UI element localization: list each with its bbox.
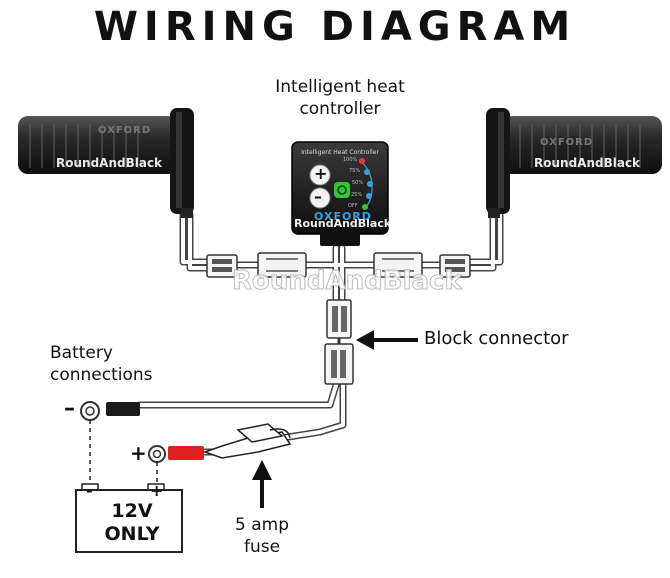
right-extension-connector — [373, 252, 423, 278]
positive-terminal-sign: + — [130, 441, 147, 465]
controller-label-line1: Intelligent heat — [275, 77, 405, 97]
fuse-label-line2: fuse — [243, 537, 281, 557]
device-level-off: OFF — [348, 203, 358, 209]
battery-label-line2: connections — [50, 365, 153, 385]
heat-controller-device — [291, 141, 389, 246]
left-grip-brand: OXFORD — [98, 125, 152, 136]
device-brand-logo: OXFORD — [314, 210, 372, 223]
main-watermark: RoundAndBlack — [232, 266, 463, 297]
negative-terminal-sign: – — [64, 396, 75, 421]
block-connector-label: Block connector — [424, 328, 569, 349]
battery-label: 12V ONLY — [82, 500, 182, 546]
led-25-indicator — [366, 193, 372, 199]
block-connector-arrow — [356, 330, 418, 350]
device-level-50: 50% — [352, 180, 364, 186]
left-grip-watermark: RoundAndBlack — [56, 156, 163, 170]
led-50-indicator — [367, 181, 373, 187]
fuse-label: 5 amp fuse — [218, 514, 306, 558]
led-off-indicator — [362, 204, 368, 210]
left-grip-connector — [206, 254, 238, 278]
left-heated-grip — [18, 108, 194, 218]
left-extension-connector — [257, 252, 307, 278]
device-level-25: 25% — [351, 192, 363, 198]
device-header-label: Intelligent Heat Controller — [301, 149, 379, 156]
device-level-75: 75% — [349, 168, 361, 174]
device-plus-button-label: + — [314, 164, 328, 183]
controller-label-line2: controller — [299, 99, 381, 119]
battery-label-line1: Battery — [50, 343, 113, 363]
device-level-100: 100% — [343, 157, 358, 163]
right-grip-watermark: RoundAndBlack — [534, 156, 641, 170]
fuse-label-line1: 5 amp — [235, 515, 289, 535]
negative-lead — [80, 401, 140, 484]
right-heated-grip — [486, 108, 662, 218]
led-75-indicator — [364, 169, 370, 175]
battery-12v — [75, 483, 183, 553]
device-minus-button-label: – — [314, 187, 322, 206]
right-grip-brand: OXFORD — [540, 137, 594, 148]
battery-connections-label: Battery connections — [50, 342, 153, 386]
battery-plus-mark: + — [150, 481, 164, 500]
block-connector — [324, 299, 354, 385]
right-grip-connector — [439, 254, 471, 278]
positive-lead — [148, 445, 204, 484]
diagram-title: WIRING DIAGRAM — [93, 4, 577, 50]
fuse-arrow — [252, 460, 272, 508]
battery-note: ONLY — [104, 523, 160, 545]
fuse-holder — [202, 423, 292, 459]
led-100-indicator — [359, 158, 365, 164]
battery-voltage: 12V — [111, 500, 153, 522]
device-watermark: RoundAndBlack — [294, 217, 392, 230]
controller-label: Intelligent heat controller — [260, 76, 420, 120]
battery-minus-mark: - — [86, 481, 93, 500]
